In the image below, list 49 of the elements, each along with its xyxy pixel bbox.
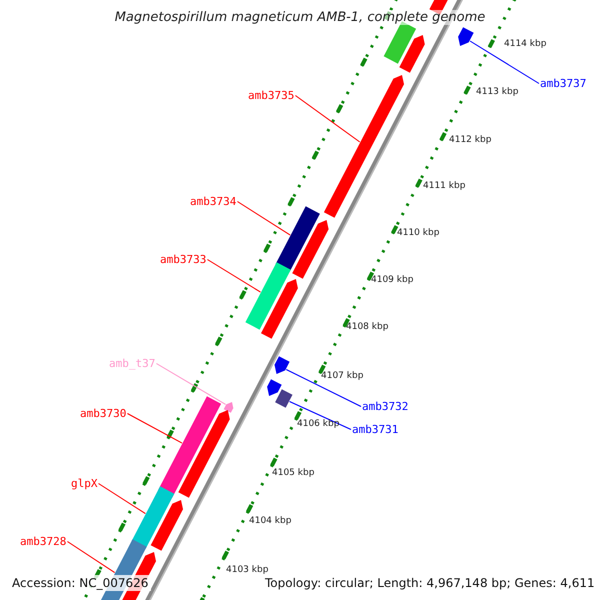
- tick-label: 4107 kbp: [321, 372, 364, 381]
- gene-bar: [275, 389, 292, 408]
- tick-label: 4105 kbp: [272, 469, 314, 478]
- leader-line: [156, 363, 226, 405]
- tick-label: 4110 kbp: [397, 229, 440, 238]
- tick-label: 4114 kbp: [504, 40, 546, 49]
- tick-label: 4111 kbp: [423, 182, 466, 191]
- leader-line: [206, 259, 261, 293]
- gene-block: [458, 27, 474, 46]
- gene-label: amb3737: [540, 78, 586, 89]
- gene-block: [274, 356, 290, 374]
- leader-line: [66, 541, 116, 574]
- gene-block: [261, 279, 298, 339]
- leader-line: [286, 369, 362, 407]
- gene-label: amb3733: [160, 254, 206, 265]
- gene-block: [399, 35, 425, 73]
- gene-bar: [132, 486, 174, 549]
- gene-label: amb3735: [248, 90, 294, 101]
- gene-block: [178, 410, 230, 498]
- gene-block: [324, 75, 404, 218]
- tick-label: 4108 kbp: [346, 323, 388, 332]
- gene-bar: [245, 262, 291, 330]
- tick-label: 4104 kbp: [249, 517, 292, 526]
- gene-block: [224, 402, 234, 413]
- gene-label: amb3734: [190, 196, 236, 207]
- gene-label: glpX: [71, 478, 98, 489]
- gene-block: [292, 220, 329, 279]
- gene-block: [150, 500, 183, 551]
- gene-label: amb3730: [80, 408, 126, 419]
- gene-block: [429, 0, 448, 15]
- gene-label: amb_t37: [109, 358, 156, 369]
- tick-label: 4106 kbp: [297, 420, 340, 429]
- tick-label: 4109 kbp: [371, 276, 414, 285]
- gene-label: amb3728: [20, 536, 66, 547]
- gene-label: amb3731: [352, 424, 398, 435]
- info-text: Accession: NC_007626: [9, 575, 152, 591]
- leader-line: [126, 413, 182, 444]
- leader-line: [470, 40, 540, 84]
- gene-block: [267, 379, 282, 396]
- title: Magnetospirillum magneticum AMB-1, complete genome: [114, 10, 486, 25]
- gene-bar: [276, 206, 320, 272]
- tick-label: 4103 kbp: [226, 566, 268, 575]
- leader-line: [294, 95, 360, 142]
- tick-label: 4112 kbp: [449, 136, 492, 145]
- tick-label: 4113 kbp: [476, 88, 518, 97]
- gene-label: amb3732: [362, 401, 408, 412]
- leader-line: [236, 201, 291, 236]
- leader-line: [289, 401, 352, 430]
- leader-line: [98, 483, 146, 514]
